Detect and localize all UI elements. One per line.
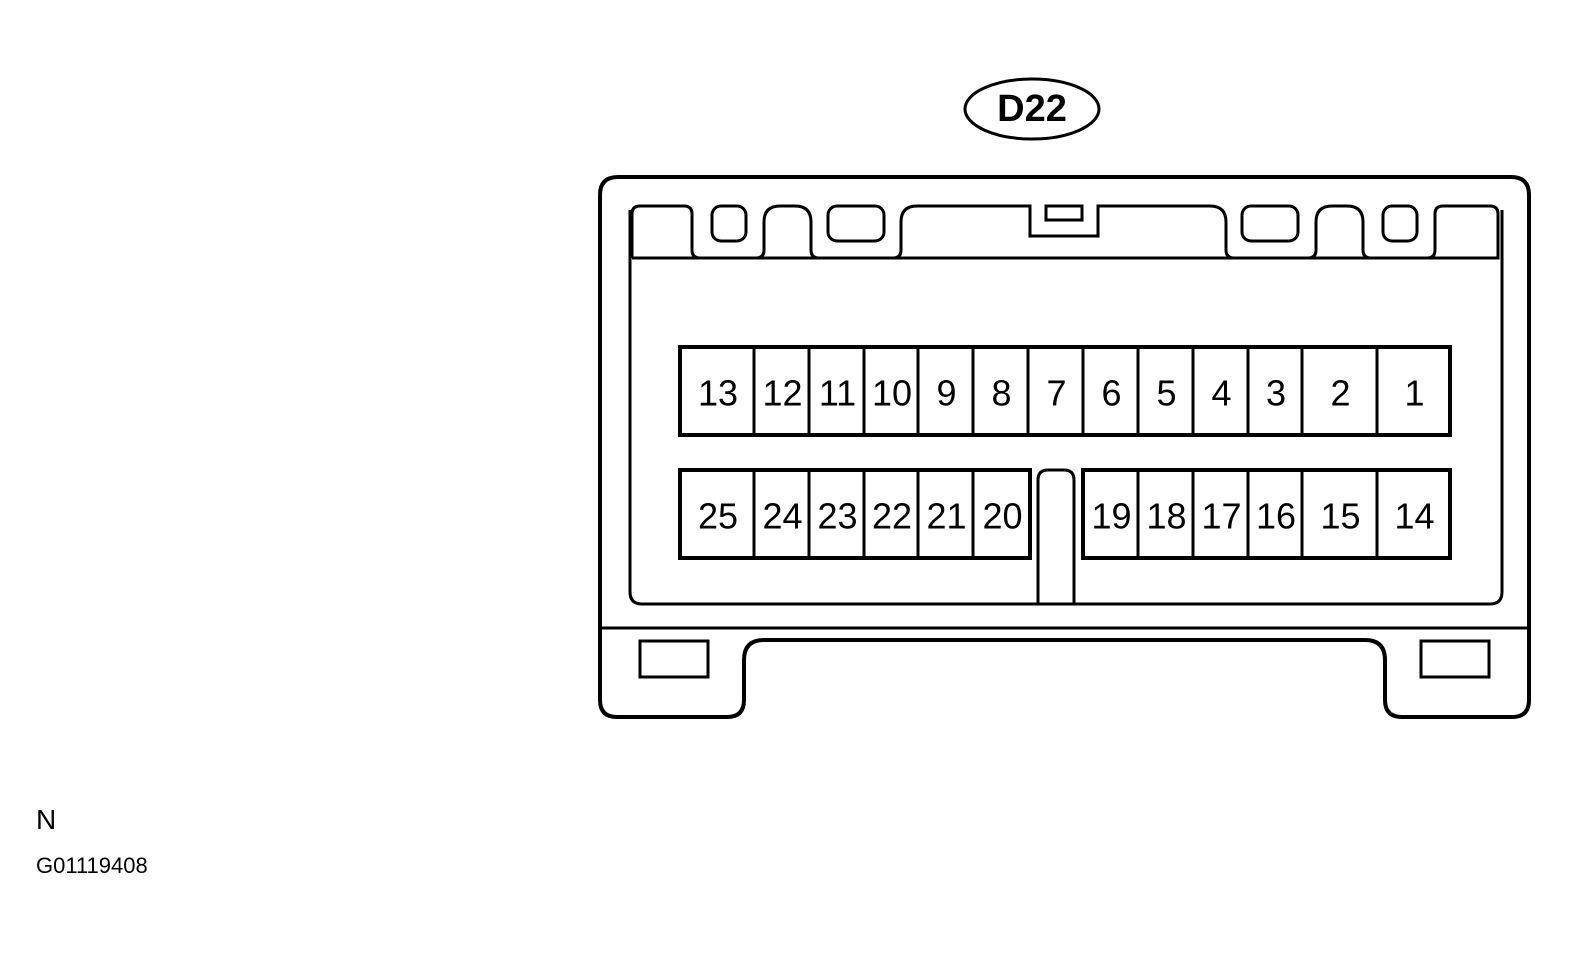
view-note: N bbox=[36, 804, 57, 835]
housing-slot-1 bbox=[710, 204, 748, 243]
pin-17: 17 bbox=[1191, 468, 1250, 560]
pin-number: 7 bbox=[1046, 373, 1066, 414]
pin-1: 1 bbox=[1375, 345, 1452, 437]
pin-5: 5 bbox=[1136, 345, 1195, 437]
pin-19: 19 bbox=[1081, 468, 1140, 560]
pin-13: 13 bbox=[678, 345, 756, 437]
pin-25: 25 bbox=[678, 468, 756, 560]
pin-24: 24 bbox=[752, 468, 811, 560]
pin-number: 6 bbox=[1101, 373, 1121, 414]
pin-2: 2 bbox=[1300, 345, 1379, 437]
connector-label-text: D22 bbox=[997, 88, 1067, 130]
pin-16: 16 bbox=[1246, 468, 1304, 560]
connector-label: D22 bbox=[963, 77, 1101, 141]
pin-number: 15 bbox=[1320, 496, 1360, 537]
pin-number: 10 bbox=[872, 373, 912, 414]
pin-11: 11 bbox=[807, 345, 866, 437]
housing-slot-3 bbox=[1044, 204, 1084, 222]
housing-outline bbox=[598, 175, 1531, 719]
pin-number: 25 bbox=[698, 496, 738, 537]
pin-number: 19 bbox=[1091, 496, 1131, 537]
pin-3: 3 bbox=[1246, 345, 1304, 437]
pin-number: 2 bbox=[1330, 373, 1350, 414]
pin-number: 22 bbox=[872, 496, 912, 537]
pin-number: 18 bbox=[1146, 496, 1186, 537]
latch-tab-right bbox=[1419, 639, 1491, 679]
bottom-row-right-block bbox=[1081, 468, 1452, 560]
pin-9: 9 bbox=[916, 345, 975, 437]
pin-number: 8 bbox=[991, 373, 1011, 414]
top-row-block bbox=[678, 345, 1452, 437]
pin-number: 17 bbox=[1201, 496, 1241, 537]
pin-22: 22 bbox=[862, 468, 920, 560]
pin-8: 8 bbox=[971, 345, 1030, 437]
pin-6: 6 bbox=[1081, 345, 1140, 437]
pin-14: 14 bbox=[1375, 468, 1452, 560]
pin-number: 20 bbox=[982, 496, 1022, 537]
housing-slot-4 bbox=[1240, 204, 1300, 243]
pin-21: 21 bbox=[916, 468, 975, 560]
bottom-row-left-block bbox=[678, 468, 1032, 560]
pin-number: 12 bbox=[762, 373, 802, 414]
housing-key-profile bbox=[630, 204, 1500, 260]
pin-15: 15 bbox=[1300, 468, 1379, 560]
polarization-rib bbox=[1036, 468, 1076, 604]
pin-23: 23 bbox=[807, 468, 866, 560]
pin-10: 10 bbox=[862, 345, 920, 437]
pin-number: 23 bbox=[817, 496, 857, 537]
pin-12: 12 bbox=[752, 345, 811, 437]
housing-slot-2 bbox=[826, 204, 886, 243]
pin-4: 4 bbox=[1191, 345, 1250, 437]
pin-number: 16 bbox=[1256, 496, 1296, 537]
pin-number: 14 bbox=[1394, 496, 1434, 537]
housing-slot-5 bbox=[1381, 204, 1419, 243]
pin-number: 24 bbox=[762, 496, 802, 537]
pin-number: 9 bbox=[936, 373, 956, 414]
pin-number: 13 bbox=[698, 373, 738, 414]
housing-inner-outline bbox=[628, 210, 1504, 606]
connector-housing bbox=[598, 175, 1531, 719]
pin-7: 7 bbox=[1026, 345, 1085, 437]
pin-number: 1 bbox=[1404, 373, 1424, 414]
pin-number: 3 bbox=[1266, 373, 1286, 414]
latch-tab-left bbox=[638, 639, 710, 679]
pin-number: 11 bbox=[819, 373, 856, 414]
pin-18: 18 bbox=[1136, 468, 1195, 560]
connector-label-oval bbox=[963, 77, 1101, 141]
pin-number: 5 bbox=[1156, 373, 1176, 414]
figure-id: G01119408 bbox=[36, 853, 148, 878]
pin-20: 20 bbox=[971, 468, 1032, 560]
terminal-blocks bbox=[678, 345, 1452, 560]
pin-number: 4 bbox=[1211, 373, 1231, 414]
pin-number: 21 bbox=[926, 496, 966, 537]
